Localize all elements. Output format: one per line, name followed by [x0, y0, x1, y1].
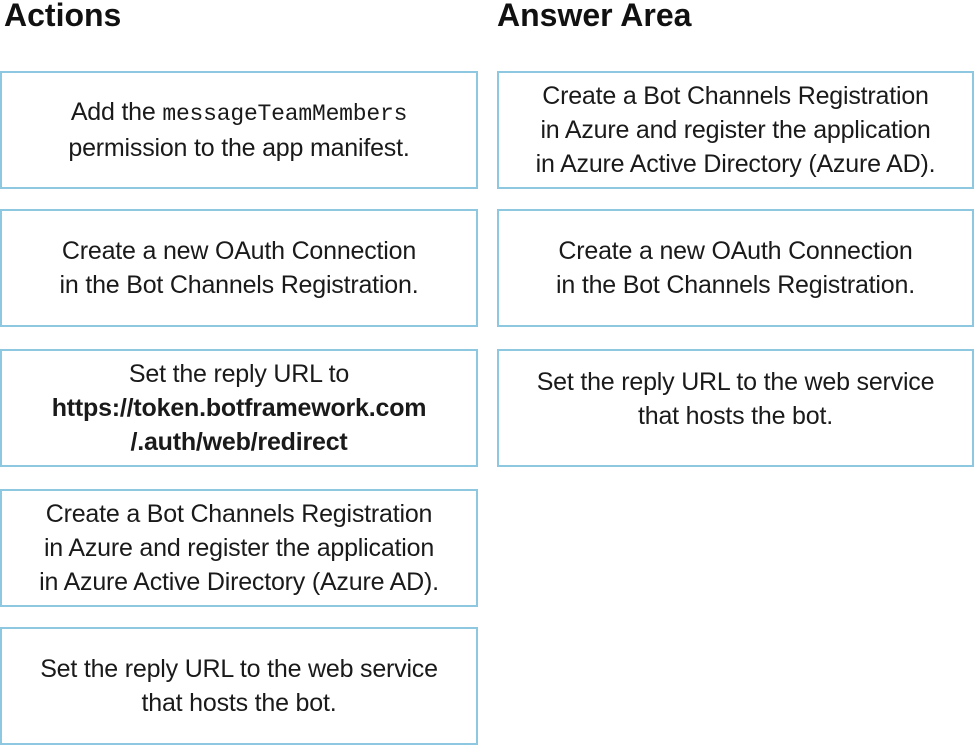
manifest-permission-code: messageTeamMembers — [162, 101, 408, 127]
action-card-3-line-1: Set the reply URL to — [128, 360, 350, 388]
answer-card-1-line-2: in Azure and register the application — [540, 116, 931, 144]
action-card-4[interactable]: Create a Bot Channels Registration in Az… — [0, 489, 478, 607]
action-card-2-line-2: in the Bot Channels Registration. — [59, 271, 419, 299]
action-card-1-line-2: permission to the app manifest. — [68, 134, 410, 162]
answer-card-1[interactable]: Create a Bot Channels Registration in Az… — [497, 71, 974, 189]
action-card-1-line-1: Add the messageTeamMembers — [70, 98, 408, 127]
action-card-5-line-1: Set the reply URL to the web service — [40, 655, 438, 683]
action-card-3-url-line-2: /.auth/web/redirect — [130, 428, 348, 456]
action-card-2[interactable]: Create a new OAuth Connection in the Bot… — [0, 209, 478, 327]
action-card-5-line-2: that hosts the bot. — [141, 689, 337, 717]
answer-card-1-line-3: in Azure Active Directory (Azure AD). — [535, 150, 936, 178]
action-card-1[interactable]: Add the messageTeamMembers permission to… — [0, 71, 478, 189]
action-card-3-url-line-1: https://token.botframework.com — [51, 394, 427, 422]
actions-heading: Actions — [4, 0, 122, 33]
answer-card-2-line-2: in the Bot Channels Registration. — [556, 271, 915, 299]
answer-area-heading: Answer Area — [497, 0, 692, 33]
action-card-5[interactable]: Set the reply URL to the web service tha… — [0, 627, 478, 745]
action-card-4-line-2: in Azure and register the application — [43, 534, 435, 562]
action-card-2-line-1: Create a new OAuth Connection — [61, 237, 417, 265]
action-card-4-line-1: Create a Bot Channels Registration — [45, 500, 433, 528]
action-card-3[interactable]: Set the reply URL to https://token.botfr… — [0, 349, 478, 467]
answer-card-2-line-1: Create a new OAuth Connection — [558, 237, 913, 265]
answer-card-3-line-2: that hosts the bot. — [638, 402, 833, 430]
answer-card-3[interactable]: Set the reply URL to the web service tha… — [497, 349, 974, 467]
answer-card-1-line-1: Create a Bot Channels Registration — [542, 82, 929, 110]
action-card-4-line-3: in Azure Active Directory (Azure AD). — [39, 568, 439, 596]
answer-card-3-line-1: Set the reply URL to the web service — [536, 368, 935, 396]
answer-card-2[interactable]: Create a new OAuth Connection in the Bot… — [497, 209, 974, 327]
